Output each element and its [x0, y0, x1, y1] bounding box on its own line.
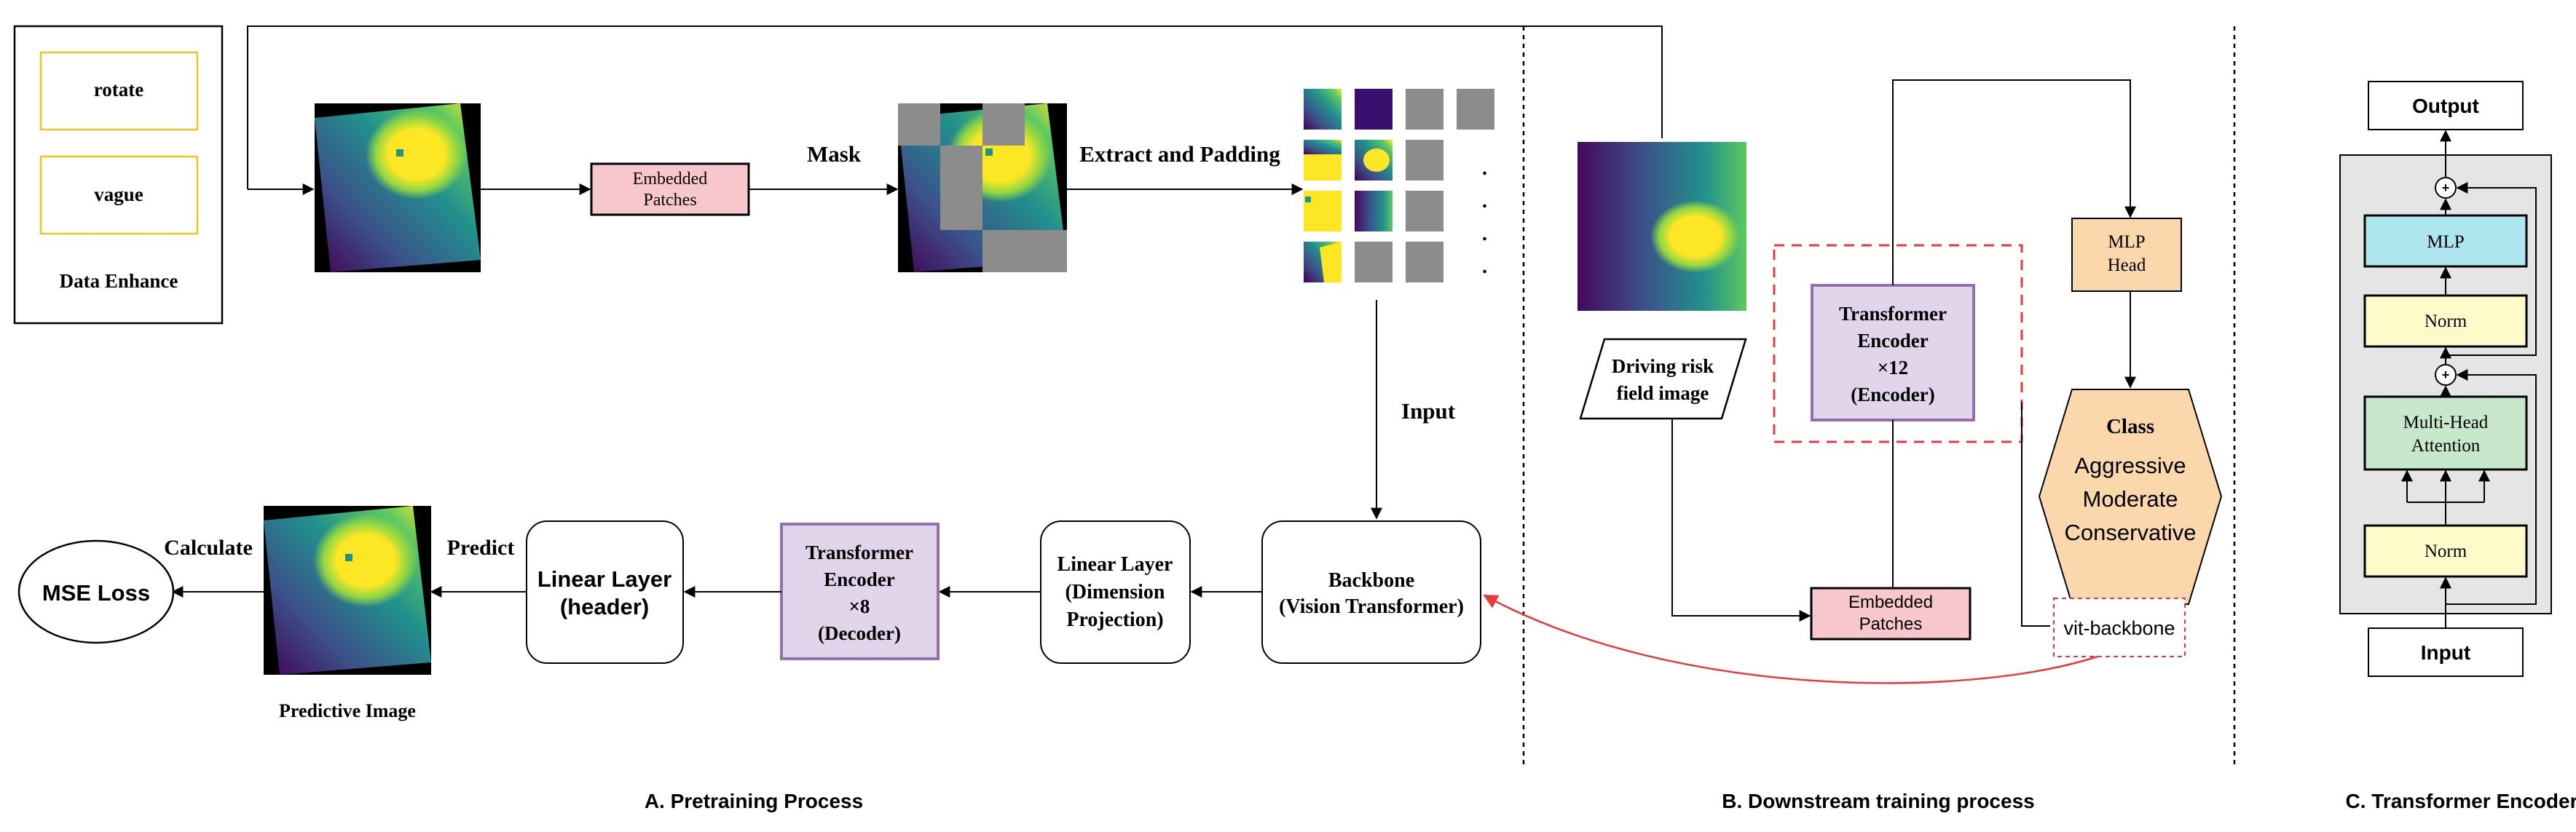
predictive-image-label: Predictive Image [279, 700, 416, 721]
vague-box [39, 155, 199, 235]
section-b: Driving risk field image Transformer Enc… [1483, 79, 2223, 812]
rotate-box [39, 51, 199, 131]
patch-grid [1304, 89, 1494, 282]
vague-label: vague [94, 183, 143, 205]
embedded-patches-a-line1: Embedded [633, 170, 708, 189]
mlp-label: MLP [2427, 232, 2464, 252]
attention-box [2363, 395, 2528, 471]
driving-risk-field-image [1577, 142, 1746, 311]
linear-header-line2: (header) [560, 594, 649, 619]
mlp-head-line1: MLP [2108, 232, 2145, 252]
line-to-vit-label [2021, 402, 2050, 627]
driving-risk-line1: Driving risk [1612, 355, 1714, 377]
linear-header-line1: Linear Layer [537, 566, 671, 592]
output-box [2368, 81, 2524, 130]
input-box-label: Input [2421, 641, 2470, 664]
class-hexagon [2038, 389, 2223, 605]
driving-risk-line2: field image [1617, 382, 1709, 404]
augmented-field-image [315, 103, 481, 272]
class-aggressive: Aggressive [2074, 453, 2186, 478]
mse-loss-label: MSE Loss [42, 580, 150, 606]
decoder-line4: (Decoder) [818, 622, 901, 644]
dot-4: . [1482, 255, 1487, 278]
data-enhance-title: Data Enhance [60, 270, 178, 292]
class-title: Class [2106, 415, 2154, 438]
encoder-line3: ×12 [1878, 357, 1908, 379]
arrow-input-to-embedded [1671, 419, 1811, 622]
decoder-line3: ×8 [849, 595, 870, 617]
mask-label: Mask [807, 141, 862, 167]
embedded-patches-a [590, 162, 750, 216]
masked-field-image [898, 103, 1067, 272]
decoder-line1: Transformer [806, 542, 913, 563]
backbone-line1: Backbone [1328, 569, 1414, 592]
norm-bottom-box [2363, 524, 2528, 578]
driving-risk-input-box [1579, 338, 1747, 420]
mlp-head-box [2071, 218, 2182, 292]
embedded-patches-b-line2: Patches [1859, 614, 1923, 634]
class-moderate: Moderate [2083, 486, 2178, 512]
calculate-label: Calculate [164, 536, 253, 560]
residual-add-mid-symbol: + [2442, 368, 2450, 382]
encoder-line1: Transformer [1839, 303, 1947, 325]
dot-2: . [1482, 190, 1487, 213]
linear-projection-line2: (Dimension [1066, 581, 1165, 603]
arrow-encoder-to-mlp [1892, 79, 2136, 285]
predictive-field-image [264, 506, 431, 675]
section-c-title: C. Transformer Encoder [2346, 790, 2576, 812]
section-a-title: A. Pretraining Process [645, 790, 863, 812]
norm-bottom-label: Norm [2425, 542, 2467, 561]
residual-add-top-symbol: + [2442, 181, 2450, 195]
embedded-patches-a-line2: Patches [643, 191, 696, 210]
embedded-patches-b [1810, 587, 1972, 641]
transfer-arrow [1483, 594, 2098, 684]
embedded-patches-b-line1: Embedded [1848, 593, 1933, 612]
vit-backbone-group [1773, 244, 2023, 443]
encoder-line2: Encoder [1857, 330, 1929, 352]
mlp-head-line2: Head [2108, 255, 2146, 275]
attention-line1: Multi-Head [2403, 413, 2489, 432]
dot-1: . [1482, 157, 1487, 180]
norm-top-label: Norm [2425, 312, 2467, 331]
mse-loss-ellipse [17, 539, 175, 644]
predict-label: Predict [447, 536, 515, 560]
rotate-label: rotate [94, 79, 143, 100]
section-c: Output + MLP Norm + Multi-Head Attention [2339, 81, 2576, 812]
residual-path-mid [2446, 369, 2537, 605]
linear-header-box [526, 520, 684, 664]
section-a: rotate vague Data Enhance Embedded Patch… [13, 25, 1663, 812]
input-label: Input [1401, 398, 1456, 424]
decoder-line2: Encoder [824, 568, 895, 590]
vit-backbone-box [2053, 598, 2186, 657]
backbone-box [1261, 520, 1481, 664]
backbone-line2: (Vision Transformer) [1279, 595, 1464, 618]
extract-padding-label: Extract and Padding [1079, 141, 1280, 167]
section-b-title: B. Downstream training process [1722, 790, 2034, 812]
class-conservative: Conservative [2065, 520, 2197, 545]
linear-projection-line1: Linear Layer [1057, 553, 1173, 576]
dot-3: . [1482, 223, 1487, 245]
output-label: Output [2412, 95, 2479, 117]
residual-path-top [2446, 182, 2537, 356]
norm-top-box [2363, 294, 2528, 348]
input-box [2368, 627, 2524, 677]
attention-line2: Attention [2411, 436, 2481, 456]
top-loop-line [247, 25, 1663, 189]
encoder-line4: (Encoder) [1851, 384, 1934, 405]
linear-projection-line3: Projection) [1066, 609, 1163, 631]
vit-backbone-label: vit-backbone [2063, 617, 2175, 639]
